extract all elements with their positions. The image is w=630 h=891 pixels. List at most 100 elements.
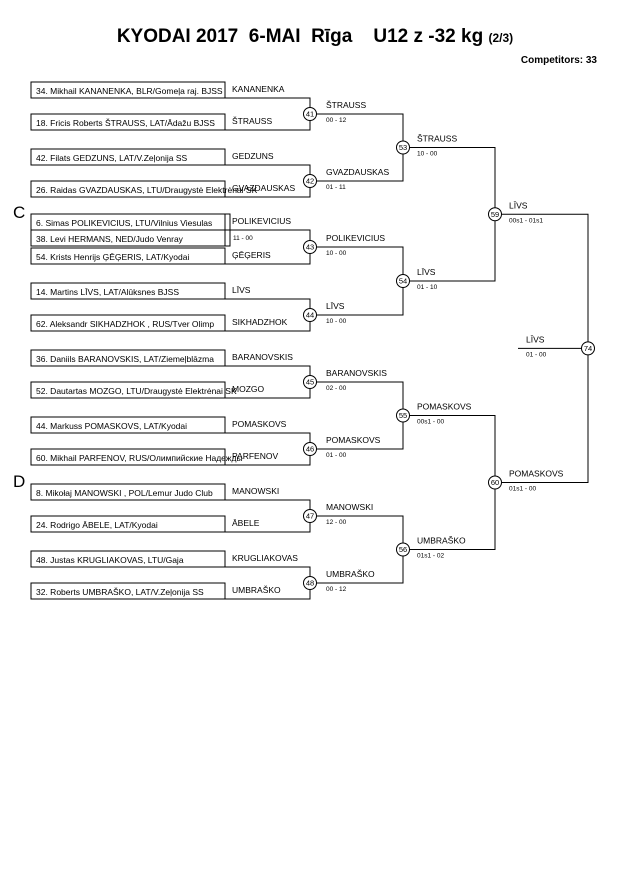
match-winner: LĪVS (509, 200, 528, 210)
entry-box (30, 550, 226, 568)
match-number-circle (303, 375, 317, 389)
match-number: 74 (584, 344, 592, 353)
entry-box (30, 483, 226, 501)
entry-box (30, 282, 226, 300)
entry-name: 36. Daniils BARANOVSKIS, LAT/Ziemeļblāzm… (36, 354, 214, 364)
slot-label: GVAZDAUSKAS (232, 183, 295, 193)
match-number: 45 (306, 378, 314, 387)
bracket-lines (225, 97, 589, 600)
match-number: 41 (306, 110, 314, 119)
match-number-circle (303, 240, 317, 254)
entry-box (30, 229, 226, 247)
entry-box (30, 416, 226, 434)
entry-box (30, 113, 226, 131)
entry-name: 32. Roberts UMBRAŠKO, LAT/V.Zeļonija SS (36, 587, 204, 597)
match-score: 10 - 00 (417, 151, 438, 158)
entry-box (30, 247, 226, 265)
bracket-text: 34. Mikhail KANANENKA, BLR/Gomeļa raj. B… (13, 84, 564, 597)
slot-label: ĀBELE (232, 518, 260, 528)
match-score: 01 - 00 (526, 351, 547, 358)
entry-name: 38. Levi HERMANS, NED/Judo Venray (36, 234, 184, 244)
entry-box (30, 448, 226, 466)
match-winner: ŠTRAUSS (326, 100, 366, 110)
match-number-circle (303, 308, 317, 322)
match-winner: BARANOVSKIS (326, 368, 387, 378)
entry-name: 14. Martins LĪVS, LAT/Alūksnes BJSS (36, 287, 179, 297)
match-number-circle (396, 140, 410, 155)
entry-name: 6. Simas POLIKEVICIUS, LTU/Vilnius Viesu… (36, 218, 212, 228)
entry-name: 18. Fricis Roberts ŠTRAUSS, LAT/Ādažu BJ… (36, 118, 215, 128)
entry-box (30, 180, 226, 198)
slot-label: SIKHADZHOK (232, 317, 288, 327)
entry-box (30, 515, 226, 533)
page-title: KYODAI 2017 6-MAI Rīga U12 z -32 kg (2/3… (0, 26, 630, 48)
match-winner: LĪVS (417, 267, 436, 277)
event-title: KYODAI 2017 6-MAI Rīga U12 z -32 kg (116, 26, 484, 47)
competitors-count: Competitors: 33 (520, 55, 597, 66)
match-winner: MANOWSKI (326, 502, 373, 512)
slot-label: ŠTRAUSS (232, 116, 272, 126)
slot-label: MOZGO (232, 384, 264, 394)
slot-label: KRUGLIAKOVAS (232, 553, 298, 563)
entry-name: 26. Raidas GVAZDAUSKAS, LTU/Draugystė El… (36, 185, 258, 195)
match-number-circle (488, 207, 502, 222)
entry-box (30, 81, 226, 99)
first-round-connector (225, 213, 231, 247)
entry-name: 42. Filats GEDZUNS, LAT/V.Zeļonija SS (36, 153, 187, 163)
match-number: 54 (399, 277, 407, 286)
entry-name: 8. Mikołaj MANOWSKI , POL/Lemur Judo Clu… (36, 488, 213, 498)
match-number-circle (303, 509, 317, 523)
match-number: 59 (491, 210, 499, 219)
match-score: 00 - 12 (326, 586, 347, 593)
entry-name: 34. Mikhail KANANENKA, BLR/Gomeļa raj. B… (36, 86, 223, 96)
match-score: 01s1 - 00 (509, 486, 536, 493)
slot-label: UMBRAŠKO (232, 585, 281, 595)
entry-name: 48. Justas KRUGLIAKOVAS, LTU/Gaja (36, 555, 184, 565)
entry-box (30, 381, 226, 399)
entry-box (30, 314, 226, 332)
match-score: 01 - 00 (326, 452, 347, 459)
match-number-circle (581, 341, 595, 356)
match-number: 60 (491, 478, 499, 487)
entry-name: 54. Krists Henrijs ĢĒĢERIS, LAT/Kyodai (36, 252, 189, 262)
match-number: 46 (306, 445, 314, 454)
match-number-circle (303, 442, 317, 456)
match-number-circle (396, 408, 410, 423)
entry-name: 24. Rodrigo ĀBELE, LAT/Kyodai (36, 520, 158, 530)
match-winner: POMASKOVS (417, 402, 472, 412)
match-score: 01 - 10 (417, 284, 438, 291)
match-score: 00s1 - 00 (417, 419, 444, 426)
entry-box (30, 148, 226, 166)
match-winner: UMBRAŠKO (326, 569, 375, 579)
slot-label: KANANENKA (232, 84, 285, 94)
entry-name: 62. Aleksandr SIKHADZHOK , RUS/Tver Olim… (36, 319, 214, 329)
match-winner: UMBRAŠKO (417, 536, 466, 546)
match-number: 55 (399, 411, 407, 420)
match-score: 12 - 00 (326, 519, 347, 526)
match-number: 44 (306, 311, 314, 320)
match-winner: LĪVS (526, 334, 545, 344)
match-number-circle (488, 475, 502, 490)
slot-label: POLIKEVICIUS (232, 216, 291, 226)
pool-letter-d: D (13, 472, 25, 491)
match-score: 01 - 11 (326, 184, 346, 191)
match-winner: POLIKEVICIUS (326, 233, 385, 243)
match-score: 00 - 12 (326, 117, 347, 124)
first-round-score: 11 - 00 (233, 235, 253, 242)
match-number: 48 (306, 579, 314, 588)
slot-label: GEDZUNS (232, 151, 274, 161)
match-score: 01s1 - 02 (417, 553, 444, 560)
match-score: 10 - 00 (326, 250, 347, 257)
slot-label: ĢĒĢERIS (232, 250, 271, 260)
slot-label: BARANOVSKIS (232, 352, 293, 362)
match-number: 56 (399, 545, 407, 554)
match-winner: POMASKOVS (509, 469, 564, 479)
match-number: 53 (399, 143, 407, 152)
match-winner: LĪVS (326, 301, 345, 311)
match-score: 02 - 00 (326, 385, 347, 392)
match-winner: POMASKOVS (326, 435, 381, 445)
match-number-circle (396, 274, 410, 288)
slot-label: PARFENOV (232, 451, 278, 461)
